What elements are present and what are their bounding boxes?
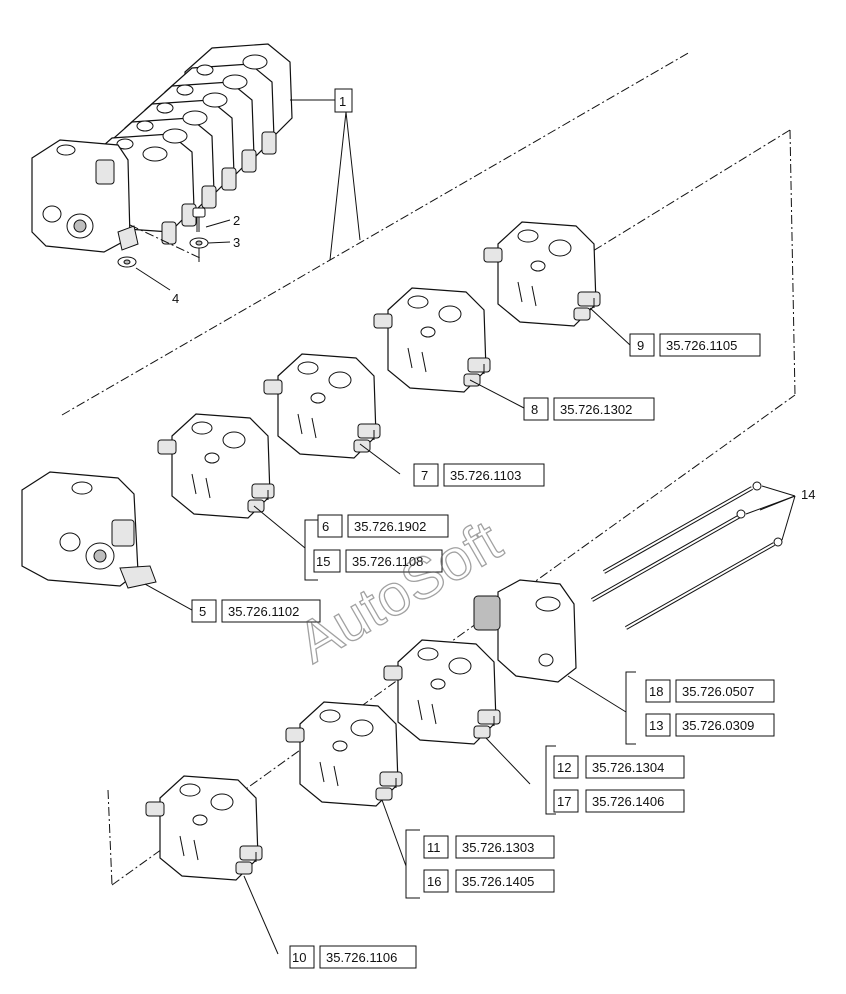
callout-5-num: 5 (199, 604, 206, 619)
callout-18-code: 35.726.0507 (682, 684, 754, 699)
callout-8-num: 8 (531, 402, 538, 417)
item-2-label[interactable]: 2 (233, 213, 240, 228)
callout-15[interactable]: 15 35.726.1108 (313, 549, 443, 573)
callout-10[interactable]: 10 35.726.1106 (289, 945, 417, 969)
callout-15-code: 35.726.1108 (352, 554, 423, 569)
item-1-callout[interactable]: 1 (334, 88, 353, 113)
valve-section-ports (116, 54, 268, 162)
callout-7-code: 35.726.1103 (450, 468, 521, 483)
callout-11[interactable]: 11 35.726.1303 (423, 835, 555, 859)
callout-9-num: 9 (637, 338, 644, 353)
item-3-label[interactable]: 3 (233, 235, 240, 250)
callout-10-code: 35.726.1106 (326, 950, 397, 965)
callout-9[interactable]: 9 35.726.1105 (629, 333, 761, 357)
callout-16-num: 16 (427, 874, 441, 889)
callout-11-code: 35.726.1303 (462, 840, 534, 855)
inlet-cover-5 (21, 471, 157, 589)
callout-10-num: 10 (292, 950, 306, 965)
outlet-cover-18 (473, 579, 577, 683)
valve-section-10 (145, 775, 263, 881)
callout-6[interactable]: 6 35.726.1902 (317, 514, 449, 538)
callout-18-num: 18 (649, 684, 663, 699)
valve-section-7 (263, 353, 381, 459)
callout-13-code: 35.726.0309 (682, 718, 754, 733)
bolt-icon (192, 207, 206, 232)
item-1-label: 1 (339, 94, 346, 109)
callout-12-code: 35.726.1304 (592, 760, 664, 775)
valve-section-6 (157, 413, 275, 519)
callout-7-num: 7 (421, 468, 428, 483)
valve-section-stack (84, 43, 293, 233)
divider-right (789, 129, 796, 396)
leader-lines (144, 307, 636, 955)
callout-15-num: 15 (316, 554, 330, 569)
valve-section-9 (483, 221, 601, 327)
item-14-label[interactable]: 14 (801, 487, 815, 502)
valve-section-8 (373, 287, 491, 393)
valve-section-11 (285, 701, 403, 807)
callout-13[interactable]: 13 35.726.0309 (645, 713, 775, 737)
callout-18[interactable]: 18 35.726.0507 (645, 679, 775, 703)
divider-upper (61, 51, 691, 416)
washer-icon (189, 237, 209, 262)
callout-13-num: 13 (649, 718, 663, 733)
callout-11-num: 11 (427, 840, 441, 855)
valve-section-12 (383, 639, 501, 745)
callout-16-code: 35.726.1405 (462, 874, 534, 889)
callout-7[interactable]: 7 35.726.1103 (413, 463, 545, 487)
tie-rods (591, 481, 796, 630)
callout-6-code: 35.726.1902 (354, 519, 426, 534)
callout-5-code: 35.726.1102 (228, 604, 299, 619)
callout-6-num: 6 (322, 519, 329, 534)
valve-spool-ends (161, 131, 277, 245)
callout-16[interactable]: 16 35.726.1405 (423, 869, 555, 893)
item-4-label[interactable]: 4 (172, 291, 179, 306)
fastener-set (117, 207, 231, 291)
callout-9-code: 35.726.1105 (666, 338, 737, 353)
callout-12-num: 12 (557, 760, 571, 775)
divider-top-connector (574, 129, 791, 263)
callout-12[interactable]: 12 35.726.1304 (553, 755, 685, 779)
inlet-end-cover (31, 139, 139, 253)
callout-8-code: 35.726.1302 (560, 402, 632, 417)
callout-8[interactable]: 8 35.726.1302 (523, 397, 655, 421)
assembled-valve-block (31, 43, 293, 253)
callout-17-code: 35.726.1406 (592, 794, 664, 809)
callout-17-num: 17 (557, 794, 571, 809)
divider-left (107, 789, 113, 886)
nut-washer-icon (117, 256, 137, 268)
callout-5[interactable]: 5 35.726.1102 (191, 599, 321, 623)
callout-17[interactable]: 17 35.726.1406 (553, 789, 685, 813)
